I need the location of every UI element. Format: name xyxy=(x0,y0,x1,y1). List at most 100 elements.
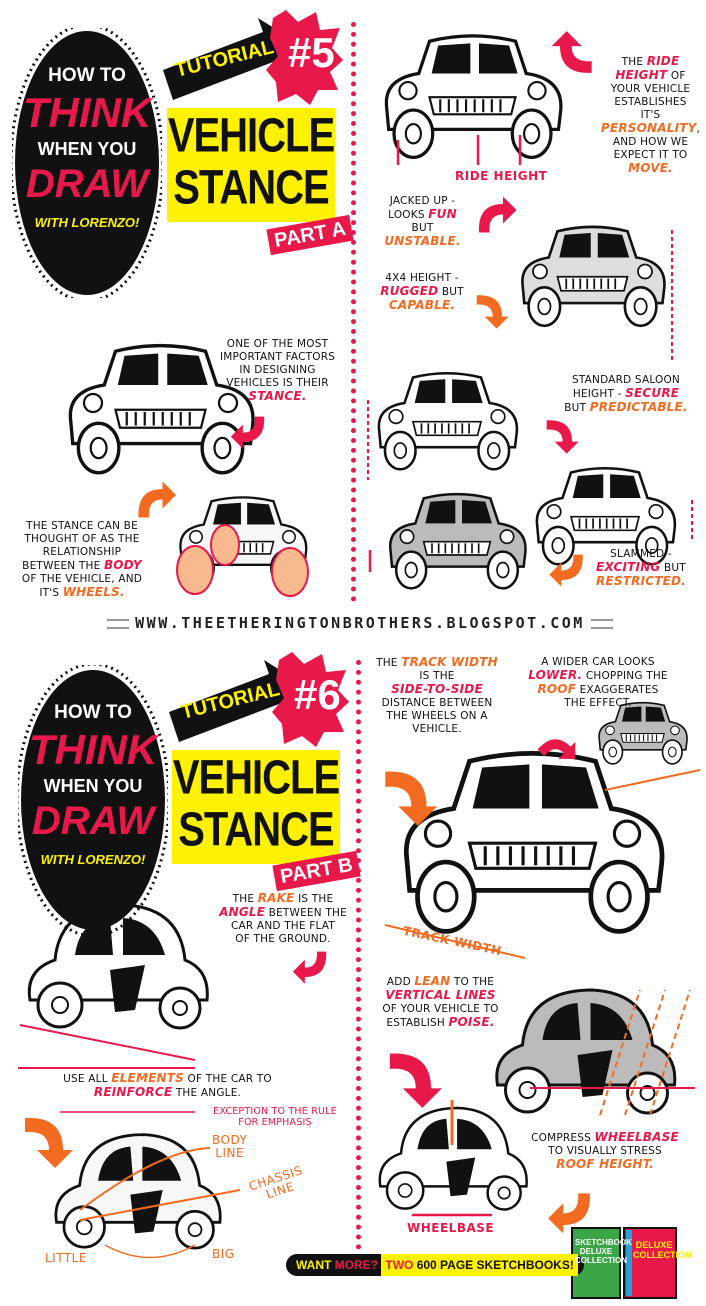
caption-wheelbase: Compress wheelbaseto visually stressroof… xyxy=(515,1131,695,1172)
logo-think: THINK xyxy=(22,89,152,136)
caption-text: unstable. xyxy=(384,234,461,248)
caption-line: restricted. xyxy=(586,575,696,589)
tutorial-number: #5 xyxy=(288,29,335,76)
caption-text: is the xyxy=(419,670,455,682)
slammed-car-illustration xyxy=(388,492,527,590)
wheel-highlight xyxy=(176,545,214,595)
caption-text: thought of as the xyxy=(24,533,140,545)
chopped-roof-car-illustration xyxy=(598,701,688,765)
caption-text: stance. xyxy=(248,389,307,403)
caption-line: distance between xyxy=(368,697,506,710)
caption-text: and how we xyxy=(612,136,689,148)
caption-text: The xyxy=(232,893,258,905)
caption-line: The track width xyxy=(368,656,506,670)
caption-line: to visually stress xyxy=(515,1145,695,1158)
caption-saloon: Standard saloonheight - securebut predic… xyxy=(556,374,696,415)
caption-text: but xyxy=(660,562,686,574)
caption-text: lower. xyxy=(528,668,583,682)
caption-text: One of the most xyxy=(226,338,329,350)
caption-text: between the xyxy=(265,907,347,919)
caption-line: roof height. xyxy=(515,1158,695,1172)
starburst-icon xyxy=(18,665,168,935)
caption-stance-relationship: The stance can bethought of as therelati… xyxy=(8,520,156,600)
caption-text: vehicles is their xyxy=(226,377,329,389)
caption-text: predictable. xyxy=(589,400,688,414)
caption-text: ride xyxy=(646,54,680,68)
caption-text: fun xyxy=(428,207,457,221)
caption-text: Jacked up - xyxy=(389,195,456,207)
caption-text: car and the flat xyxy=(230,920,335,932)
logo-with: WITH xyxy=(34,215,68,230)
caption-text: lean xyxy=(414,974,451,988)
caption-4x4: 4x4 height -rugged butcapable. xyxy=(372,272,472,313)
logo-when-you: WHEN YOU xyxy=(37,139,137,159)
caption-text: but xyxy=(438,286,464,298)
tutorial-badge: TUTORIAL #6 xyxy=(164,652,349,747)
little-label: LITTLE xyxy=(45,1251,87,1265)
caption-line: but predictable. xyxy=(556,401,696,415)
caption-text: body xyxy=(103,558,142,572)
caption-text: Standard saloon xyxy=(571,374,680,386)
caption-important-factors: One of the mostimportant factorsin desig… xyxy=(205,338,350,404)
caption-text: , xyxy=(696,123,701,135)
caption-line: Compress wheelbase xyxy=(515,1131,695,1145)
how-to-think-logo: HOW TO THINK WHEN YOU DRAW WITH LORENZO! xyxy=(18,665,168,935)
caption-text: side-to-side xyxy=(391,682,483,696)
lean-car-illustration xyxy=(495,988,677,1115)
starburst-icon xyxy=(12,28,162,298)
caption-line: of the vehicle, and xyxy=(8,573,156,586)
logo-signature: LORENZO! xyxy=(77,852,146,867)
caption-text: roof height. xyxy=(556,1157,654,1171)
caption-line: thought of as the xyxy=(8,533,156,546)
caption-text: of the ground. xyxy=(235,933,331,945)
website-url[interactable]: WWW.THEETHERINGTONBROTHERS.BLOGSPOT.COM xyxy=(50,614,670,632)
caption-text: exaggerates xyxy=(576,684,659,696)
caption-text: The xyxy=(621,56,647,68)
caption-line: The rake is the xyxy=(216,892,350,906)
hot-rod-car-illustration xyxy=(384,34,563,160)
curved-arrow-icon xyxy=(25,1117,73,1168)
caption-text: wheels. xyxy=(62,585,125,599)
caption-text: but xyxy=(564,402,590,414)
caption-text: the angle. xyxy=(172,1087,242,1099)
caption-line: rugged but xyxy=(372,285,472,299)
logo-draw: DRAW xyxy=(25,162,149,206)
promo-two: TWO xyxy=(385,1258,414,1272)
caption-line: Add lean to the xyxy=(368,975,513,989)
ride-height-label: RIDE HEIGHT xyxy=(455,169,548,183)
caption-line: of your vehicle to xyxy=(368,1003,513,1016)
caption-text: secure xyxy=(625,386,680,400)
caption-line: establishes xyxy=(598,96,703,109)
caption-text: The stance can be xyxy=(26,520,138,532)
caption-text: height xyxy=(615,68,668,82)
caption-line: car and the flat xyxy=(216,920,350,933)
caption-line: One of the most xyxy=(205,338,350,351)
wheel-highlight xyxy=(271,547,309,597)
caption-text: vertical lines xyxy=(385,988,496,1002)
promo-banner[interactable]: WANT MORE? TWO 600 PAGE SKETCHBOOKS! xyxy=(286,1254,584,1276)
caption-line: in designing xyxy=(205,364,350,377)
caption-text: of the car to xyxy=(183,1073,272,1085)
promo-want: WANT xyxy=(296,1258,332,1272)
caption-text: between the xyxy=(22,560,104,572)
section-divider xyxy=(356,660,361,1250)
caption-line: for emphasis xyxy=(200,1117,350,1128)
caption-elements: Use all elements of the car toreinforce … xyxy=(60,1072,275,1100)
rake-angle-lines xyxy=(18,1024,196,1069)
body-line-text: BODY xyxy=(212,1133,248,1147)
caption-line: important factors xyxy=(205,351,350,364)
caption-line: of the ground. xyxy=(216,933,350,946)
caption-line: establish poise. xyxy=(368,1016,513,1030)
caption-text: poise. xyxy=(448,1015,495,1029)
title-line-2: STANCE xyxy=(178,803,334,857)
how-to-think-logo: HOW TO THINK WHEN YOU DRAW WITH LORENZO! xyxy=(12,28,162,298)
caption-line: capable. xyxy=(372,299,472,313)
curved-arrow-icon xyxy=(389,1053,442,1108)
caption-line: relationship xyxy=(8,546,156,559)
caption-line: is the xyxy=(368,670,506,683)
caption-text: establishes xyxy=(614,96,687,108)
caption-line: looks fun xyxy=(375,208,470,222)
caption-text: the effect. xyxy=(564,697,632,709)
caption-line: the effect. xyxy=(512,697,684,710)
caption-text: it's xyxy=(39,587,63,599)
